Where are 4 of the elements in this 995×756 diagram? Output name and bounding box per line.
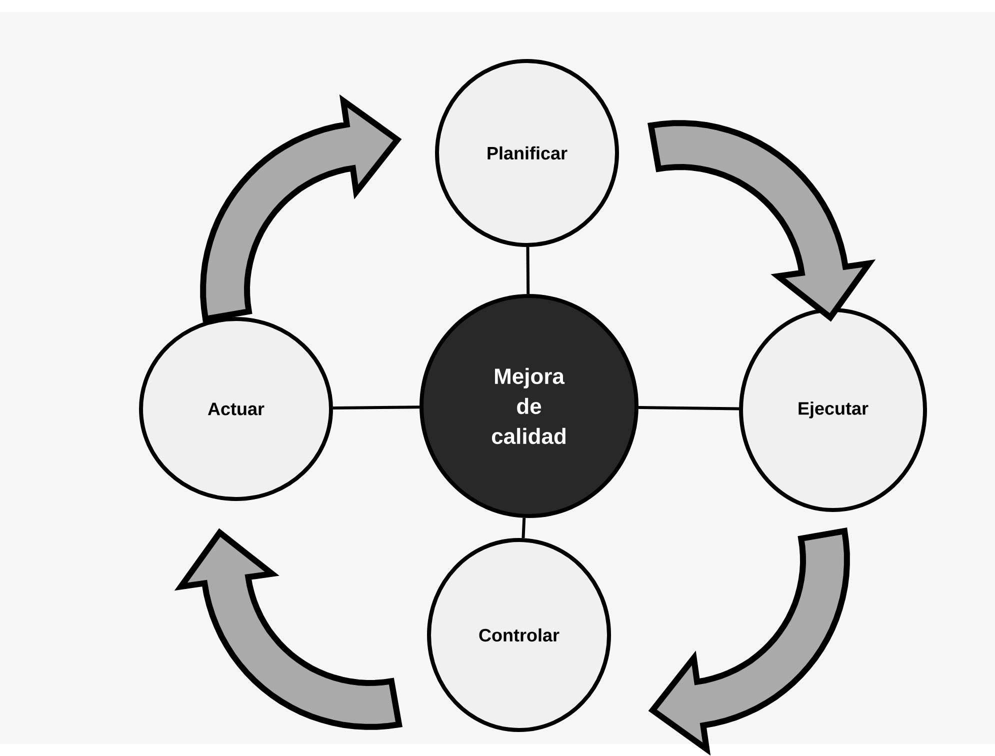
connector-line: [332, 406, 420, 410]
connector-line: [638, 406, 740, 410]
connector-line: [522, 518, 526, 538]
connector-line: [526, 246, 530, 294]
